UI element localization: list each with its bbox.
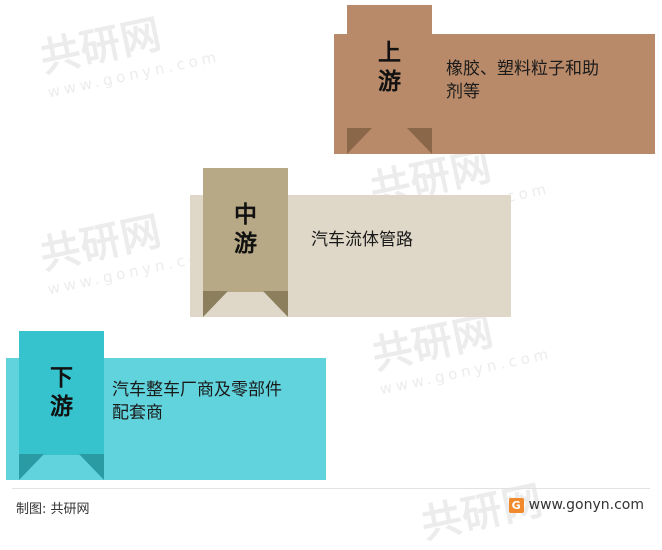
footer-credit: 制图: 共研网	[16, 502, 90, 517]
footer-site: G www.gonyn.com	[508, 497, 644, 513]
downstream-ribbon-notch	[19, 454, 104, 480]
upstream-label-1: 上	[378, 39, 401, 66]
footer-url: www.gonyn.com	[528, 497, 644, 513]
footer-divider	[12, 488, 650, 489]
midstream-description: 汽车流体管路	[311, 230, 413, 250]
midstream-label-1: 中	[234, 202, 257, 228]
gonyn-logo-icon: G	[508, 497, 524, 513]
downstream-label-2: 游	[50, 394, 73, 420]
upstream-ribbon-notch	[347, 128, 432, 154]
midstream-label-2: 游	[234, 231, 257, 257]
midstream-tag: 中 游	[203, 168, 288, 292]
upstream-tag: 上 游	[347, 5, 432, 130]
downstream-tag: 下 游	[19, 331, 104, 455]
downstream-description: 汽车整车厂商及零部件 配套商	[112, 380, 282, 423]
downstream-label-1: 下	[50, 365, 73, 391]
upstream-label-2: 游	[378, 68, 401, 95]
midstream-ribbon-notch	[203, 291, 288, 317]
upstream-description: 橡胶、塑料粒子和助 剂等	[446, 59, 599, 102]
